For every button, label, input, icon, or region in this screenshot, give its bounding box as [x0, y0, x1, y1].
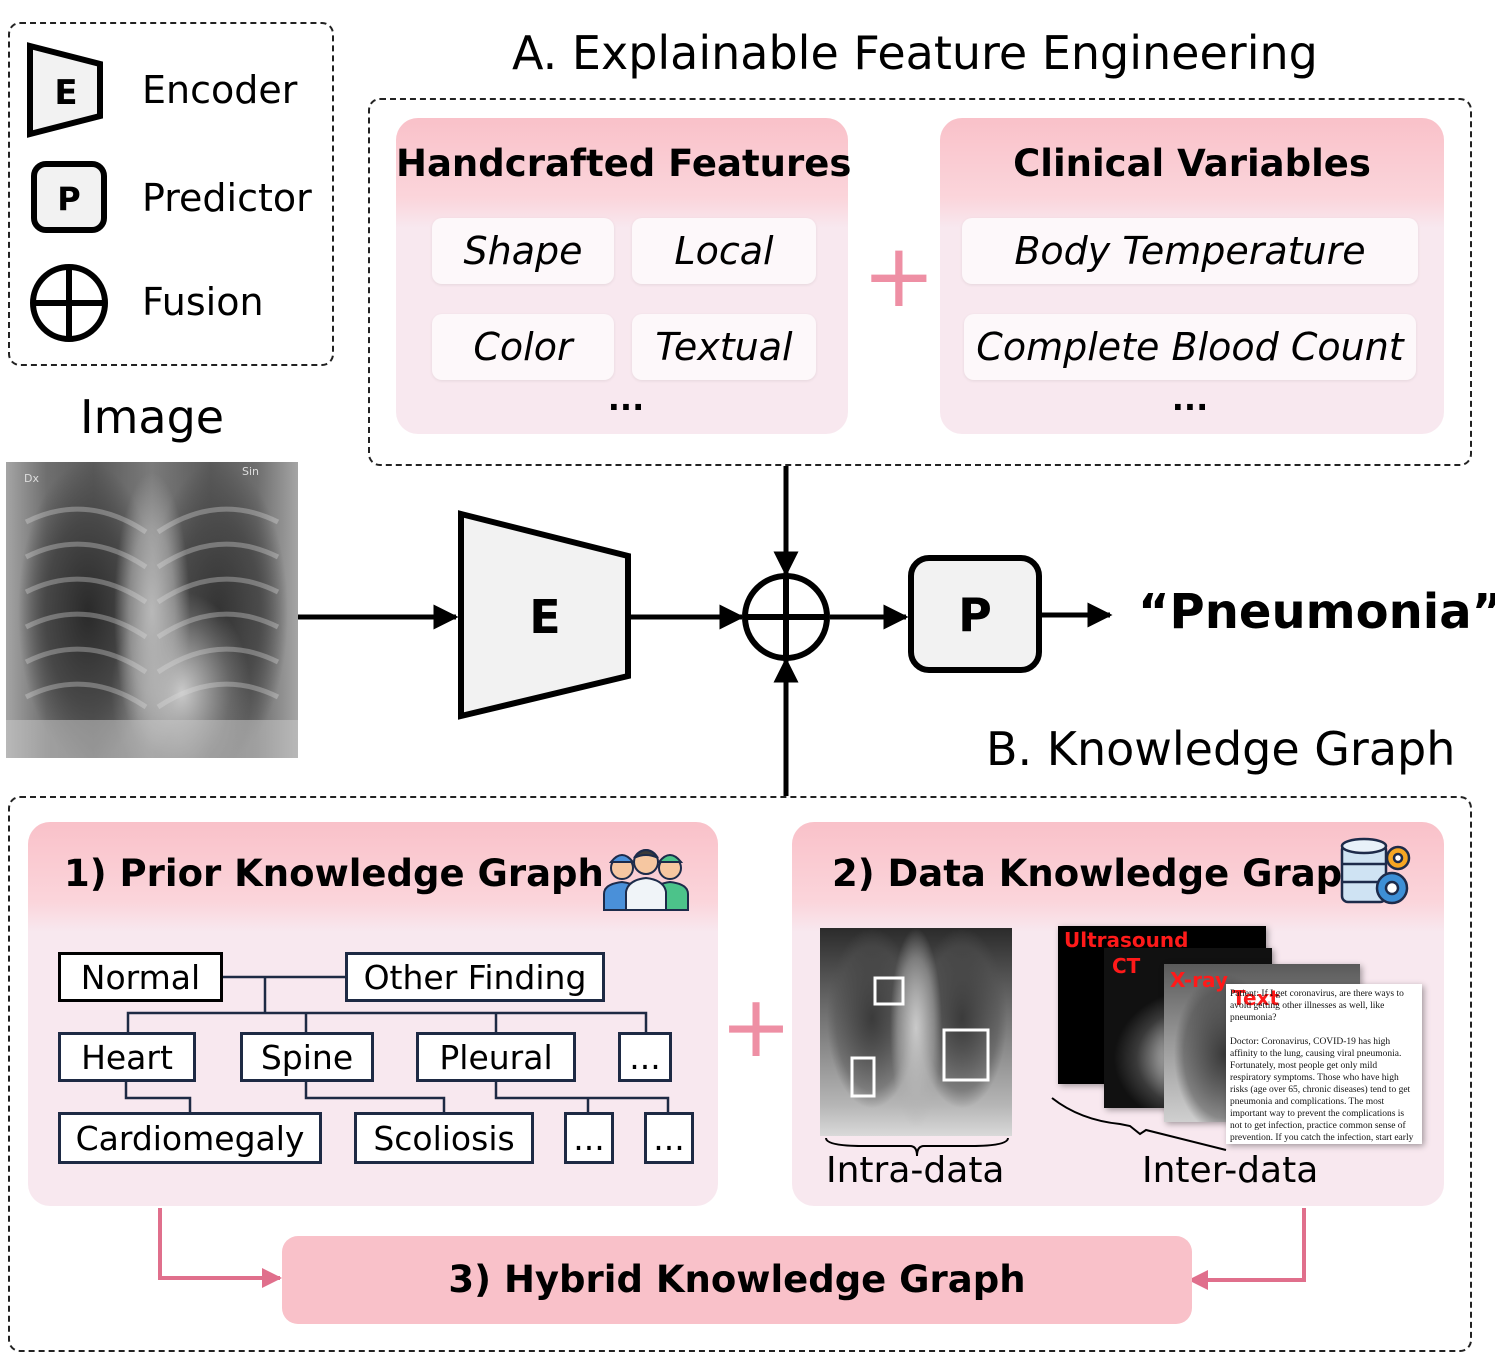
- arrow-prior-to-hybrid: [158, 1208, 282, 1288]
- node-cardiomegaly: Cardiomegaly: [58, 1112, 322, 1164]
- section-a-title: A. Explainable Feature Engineering: [512, 26, 1318, 80]
- feature-shape: Shape: [432, 218, 614, 284]
- encoder-shape: [458, 510, 631, 720]
- node-heart: Heart: [58, 1032, 196, 1082]
- roi-boxes: [850, 976, 990, 1098]
- text-label: Text: [1232, 986, 1280, 1010]
- graph-plus-sign: +: [720, 977, 793, 1077]
- handcrafted-more: ...: [607, 380, 645, 418]
- clinical-variables-title: Clinical Variables: [1013, 142, 1371, 185]
- node-other-finding: Other Finding: [345, 952, 605, 1002]
- ct-label: CT: [1112, 954, 1141, 978]
- node-more-1: ...: [618, 1032, 672, 1082]
- hybrid-knowledge-graph-title: 3) Hybrid Knowledge Graph: [448, 1258, 1026, 1301]
- xray-label: X-ray: [1170, 968, 1228, 992]
- text-document: Patient: If I get coronavirus, are there…: [1230, 989, 1414, 1142]
- data-knowledge-graph-title: 2) Data Knowledge Graph: [832, 852, 1369, 895]
- clinical-body-temperature: Body Temperature: [962, 218, 1418, 284]
- fusion-icon: [742, 573, 830, 661]
- node-more-3: ...: [644, 1112, 694, 1164]
- encoder-legend-icon: E: [27, 42, 103, 138]
- predictor-shape: [908, 555, 1042, 673]
- rib-lines: [6, 506, 298, 758]
- predictor-legend-symbol: P: [57, 180, 80, 218]
- node-normal: Normal: [58, 952, 223, 1002]
- feature-plus-sign: +: [862, 224, 936, 327]
- database-gear-icon: [1340, 837, 1411, 905]
- xray-marker-dx: Dx: [24, 472, 39, 485]
- encoder-symbol: E: [529, 590, 561, 644]
- intra-data-xray: [820, 928, 1012, 1136]
- legend-box: [8, 22, 334, 366]
- image-label: Image: [80, 390, 225, 444]
- section-b-box: [8, 796, 1472, 1352]
- doctors-team-icon: [603, 849, 689, 911]
- output-label: “Pneumonia”: [1138, 584, 1495, 640]
- fusion-legend-label: Fusion: [142, 280, 264, 324]
- prior-knowledge-graph-title: 1) Prior Knowledge Graph: [64, 852, 604, 895]
- feature-color: Color: [432, 314, 614, 380]
- xray-marker-sin: Sin: [242, 465, 260, 478]
- inter-data-brace: [1051, 1097, 1227, 1151]
- arrow-data-to-hybrid: [1188, 1208, 1306, 1290]
- node-scoliosis: Scoliosis: [354, 1112, 534, 1164]
- fusion-legend-icon: [30, 264, 108, 342]
- section-b-title: B. Knowledge Graph: [986, 722, 1456, 776]
- intra-data-brace: [825, 1137, 1009, 1157]
- hybrid-knowledge-graph-box: [282, 1236, 1192, 1324]
- clinical-complete-blood-count: Complete Blood Count: [964, 314, 1416, 380]
- predictor-symbol: P: [958, 588, 992, 642]
- encoder-legend-label: Encoder: [142, 68, 298, 112]
- node-more-2: ...: [564, 1112, 614, 1164]
- clinical-more: ...: [1171, 380, 1209, 418]
- node-pleural: Pleural: [416, 1032, 576, 1082]
- intra-data-label: Intra-data: [826, 1150, 1005, 1191]
- encoder-legend-symbol: E: [54, 73, 77, 113]
- feature-textual: Textual: [632, 314, 816, 380]
- handcrafted-features-title: Handcrafted Features: [396, 142, 852, 185]
- predictor-legend-label: Predictor: [142, 176, 312, 220]
- text-card: Text Patient: If I get coronavirus, are …: [1226, 984, 1422, 1144]
- inter-data-label: Inter-data: [1142, 1150, 1319, 1191]
- feature-local: Local: [632, 218, 816, 284]
- node-spine: Spine: [240, 1032, 374, 1082]
- chest-xray-image: Dx Sin: [6, 462, 298, 758]
- section-a-box: [368, 98, 1472, 466]
- predictor-legend-icon: P: [31, 161, 107, 233]
